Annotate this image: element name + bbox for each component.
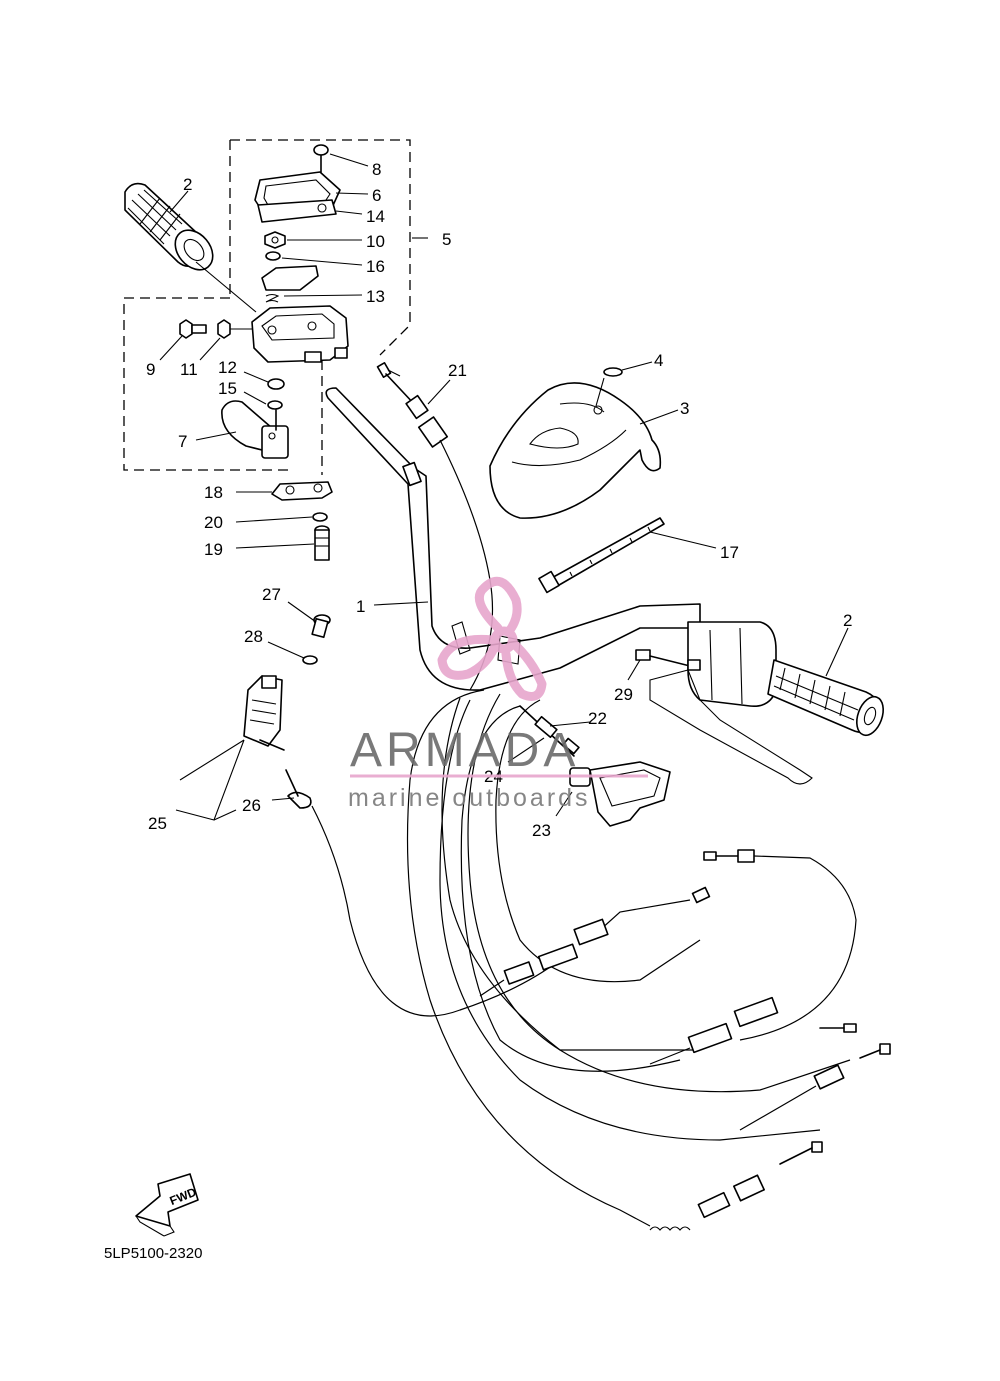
callout-22: 22 (588, 709, 607, 728)
callout-23: 23 (532, 821, 551, 840)
right-grip (767, 659, 884, 737)
nut-11 (217, 319, 252, 339)
throttle-housing (251, 305, 349, 363)
callout-18: 18 (204, 483, 223, 502)
callout-8: 8 (372, 160, 381, 179)
washer-20 (312, 512, 328, 522)
fwd-arrow: FWD (135, 1173, 199, 1237)
callout-3: 3 (680, 399, 689, 418)
callout-2-left: 2 (183, 175, 192, 194)
washer-16 (265, 251, 281, 261)
cable-22-24 (519, 705, 580, 757)
oring-15 (267, 400, 283, 410)
callout-13: 13 (366, 287, 385, 306)
cable-end-d (739, 1043, 891, 1131)
leader-lines (159, 153, 849, 821)
callout-16: 16 (366, 257, 385, 276)
lanyard-clip-26 (285, 769, 561, 1017)
callout-7: 7 (178, 432, 187, 451)
cable-end-b (479, 886, 711, 997)
assembly-box-5 (230, 139, 411, 356)
left-grip (124, 182, 214, 271)
right-throttle-body (649, 621, 813, 785)
callout-26: 26 (242, 796, 261, 815)
callout-27: 27 (262, 585, 281, 604)
callout-21: 21 (448, 361, 467, 380)
long-cables (406, 689, 851, 1227)
cable-tie (538, 517, 665, 594)
callout-14: 14 (366, 207, 385, 226)
watermark-tagline: marine outboards (348, 784, 591, 812)
callout-11: 11 (180, 360, 198, 379)
plate (261, 265, 319, 291)
callout-19: 19 (204, 540, 223, 559)
callout-15: 15 (218, 379, 237, 398)
callout-29: 29 (614, 685, 633, 704)
cap-4 (603, 367, 623, 377)
cable-end-e (649, 1141, 823, 1231)
assembly-box-7 (123, 297, 290, 471)
spring-13 (265, 293, 280, 303)
callout-4: 4 (654, 351, 663, 370)
callout-2-right: 2 (843, 611, 852, 630)
callout-25: 25 (148, 814, 167, 833)
handlebar-cover (489, 382, 662, 519)
screw-27 (311, 614, 331, 639)
screw-8 (313, 144, 329, 173)
washer-28 (302, 655, 318, 665)
cable-end-a (703, 849, 857, 1041)
handlebar (325, 387, 701, 691)
cable-end-c (649, 996, 857, 1065)
callout-6: 6 (372, 186, 381, 205)
watermark-brand: ARMADA (350, 724, 579, 777)
callout-10: 10 (366, 232, 385, 251)
callout-1: 1 (356, 597, 365, 616)
throttle-cover (254, 171, 341, 223)
nut-10 (264, 231, 286, 249)
clamp-18 (271, 481, 333, 501)
callout-20: 20 (204, 513, 223, 532)
callout-17: 17 (720, 543, 739, 562)
callout-5: 5 (442, 230, 451, 249)
callout-labels: 2 8 6 14 10 5 16 13 9 11 12 15 7 21 4 3 … (146, 160, 852, 840)
fitting-29 (635, 649, 701, 671)
throttle-lever (221, 400, 289, 459)
washer-12 (267, 378, 285, 390)
watermark: ARMADA marine outboards (348, 576, 648, 812)
diagram-code: 5LP5100-2320 (104, 1245, 202, 1262)
kill-switch (243, 675, 285, 751)
callout-28: 28 (244, 627, 263, 646)
callout-12: 12 (218, 358, 237, 377)
bolt-9 (179, 319, 207, 339)
callout-9: 9 (146, 360, 155, 379)
propeller-logo-icon (437, 576, 547, 701)
bolt-19 (314, 525, 330, 561)
